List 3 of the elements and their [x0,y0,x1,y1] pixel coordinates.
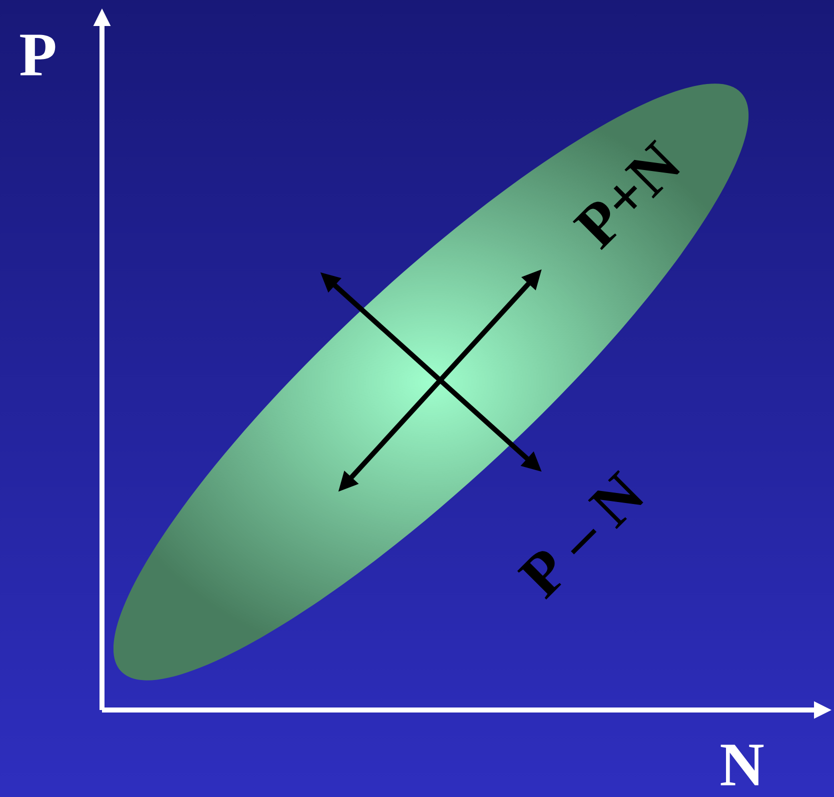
axis-label: P [20,34,56,76]
axis-label: N [720,744,764,786]
direction-label: P – N [517,470,644,600]
